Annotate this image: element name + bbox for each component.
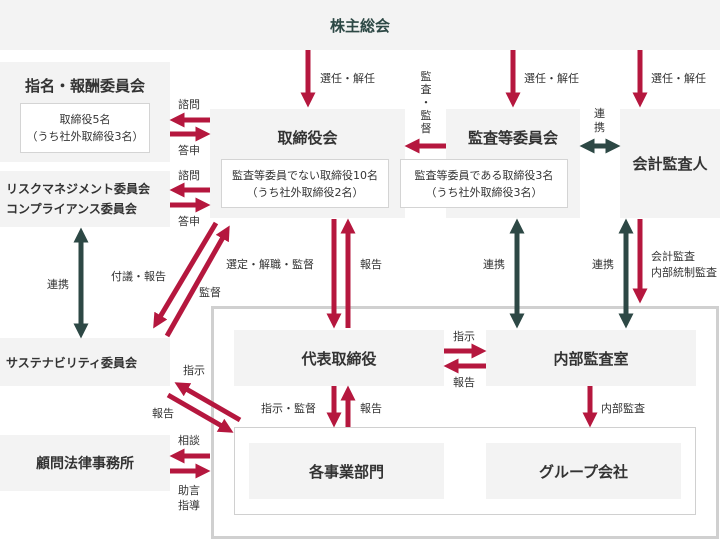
label-instruct-sup: 指示・監督 xyxy=(261,402,316,415)
char: 監 xyxy=(420,70,432,83)
label-appoint3: 選任・解任 xyxy=(651,72,706,85)
auditor-label: 会計監査人 xyxy=(632,155,708,173)
label-report-board: 報告 xyxy=(360,258,382,271)
board-line1: 監査等委員でない取締役10名 xyxy=(232,168,378,182)
internal-audit-office: 内部監査室 xyxy=(486,330,696,386)
arrow-instruct-sus xyxy=(174,382,242,423)
char: ・ xyxy=(420,96,432,109)
label-consult-legal: 相談 xyxy=(178,434,200,447)
char: 連 xyxy=(594,107,605,120)
board-line2: （うち社外取締役2名） xyxy=(246,185,364,199)
label-coop-top: 連携 xyxy=(594,107,605,135)
label-coop-left: 連携 xyxy=(47,278,69,291)
label-advice: 助言 xyxy=(178,484,200,497)
nomination-title: 指名・報酬委員会 xyxy=(24,77,145,95)
group-companies: グループ会社 xyxy=(486,443,681,499)
group-frame xyxy=(234,427,696,515)
board-title: 取締役会 xyxy=(277,129,338,147)
char: 査 xyxy=(420,83,432,96)
label-instruct-sus: 指示 xyxy=(183,364,205,377)
label-coop-right: 連携 xyxy=(592,258,614,271)
board-members: 監査等委員でない取締役10名 （うち社外取締役2名） xyxy=(221,159,389,208)
label-refer-report: 付議・報告 xyxy=(111,270,166,283)
label-answer2: 答申 xyxy=(178,215,200,228)
label-report-div: 報告 xyxy=(360,402,382,415)
legal-label: 顧問法律事務所 xyxy=(36,456,134,472)
risk-committee-label: リスクマネジメント委員会 xyxy=(6,182,151,196)
sustainability-committee: サステナビリティ委員会 xyxy=(0,338,170,386)
label-appoint1: 選任・解任 xyxy=(320,72,375,85)
label-report-sus: 報告 xyxy=(152,407,174,420)
nomination-line1: 取締役5名 xyxy=(59,113,111,126)
legal-office: 顧問法律事務所 xyxy=(0,435,170,491)
internal-audit-label: 内部監査室 xyxy=(553,349,629,368)
nomination-committee: 指名・報酬委員会 取締役5名 （うち社外取締役3名） xyxy=(0,62,170,162)
accounting-auditor: 会計監査人 xyxy=(620,109,720,218)
label-select: 選定・解職・監督 xyxy=(226,258,314,271)
audit-committee-members: 監査等委員である取締役3名 （うち社外取締役3名） xyxy=(400,159,568,208)
arrow-supervise xyxy=(164,225,230,338)
label-consult1: 諮問 xyxy=(178,98,200,111)
shareholders-meeting: 株主総会 xyxy=(0,0,720,50)
audit-line2: （うち社外取締役3名） xyxy=(425,185,543,199)
label-instruct-ia: 指示 xyxy=(453,330,475,343)
label-acct-audit: 会計監査 xyxy=(651,250,695,263)
char: 督 xyxy=(420,122,432,135)
risk-committees: リスクマネジメント委員会コンプライアンス委員会 xyxy=(0,171,170,227)
nomination-members: 取締役5名 （うち社外取締役3名） xyxy=(20,103,150,153)
char: 携 xyxy=(594,121,605,134)
shareholders-label: 株主総会 xyxy=(329,16,390,35)
audit-line1: 監査等委員である取締役3名 xyxy=(414,168,554,182)
label-internal-audit: 内部監査 xyxy=(601,402,645,415)
group-label: グループ会社 xyxy=(538,462,629,481)
compliance-committee-label: コンプライアンス委員会 xyxy=(6,202,137,216)
label-internal-control: 内部統制監査 xyxy=(651,266,717,279)
divisions-label: 各事業部門 xyxy=(308,462,384,481)
ceo-label: 代表取締役 xyxy=(301,349,377,368)
business-divisions: 各事業部門 xyxy=(249,443,444,499)
nomination-line2: （うち社外取締役3名） xyxy=(26,130,144,143)
label-report-ia: 報告 xyxy=(453,376,475,389)
label-appoint2: 選任・解任 xyxy=(524,72,579,85)
label-guidance: 指導 xyxy=(178,499,200,512)
char: 監 xyxy=(420,109,432,122)
sustainability-label: サステナビリティ委員会 xyxy=(6,355,138,370)
label-answer1: 答申 xyxy=(178,144,200,157)
audit-committee-title: 監査等委員会 xyxy=(467,129,558,147)
arrow-refer-report xyxy=(153,221,219,329)
label-supervise: 監督 xyxy=(199,286,221,299)
label-audit-supervise: 監査・監督 xyxy=(420,70,432,135)
label-coop-mid: 連携 xyxy=(483,258,505,271)
label-consult2: 諮問 xyxy=(178,169,200,182)
representative-director: 代表取締役 xyxy=(234,330,444,386)
arrow-report-sus xyxy=(166,392,234,433)
